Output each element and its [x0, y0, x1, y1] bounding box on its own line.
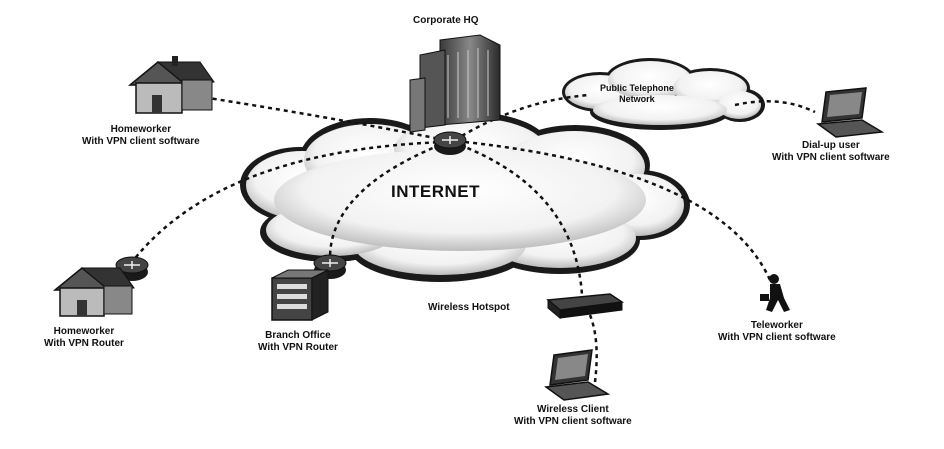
house-icon-top: [127, 56, 215, 114]
link-wireless-client: [588, 314, 598, 383]
homeworker-top-line2: With VPN client software: [82, 136, 200, 147]
pstn-line1: Public Telephone: [600, 83, 674, 93]
pstn-line2: Network: [619, 94, 655, 104]
wireless-client-line2: With VPN client software: [514, 416, 632, 427]
internet-cloud: [240, 112, 690, 282]
branch-office-building-icon: [271, 269, 329, 321]
dialup-line2: With VPN client software: [772, 152, 890, 163]
corporate-hq-label: Corporate HQ: [413, 15, 479, 26]
corporate-hq-building-icon: [409, 34, 501, 133]
homeworker-top-label: Homeworker With VPN client software: [82, 124, 200, 148]
teleworker-line1: Teleworker: [750, 320, 803, 331]
wireless-client-label: Wireless Client With VPN client software: [514, 404, 632, 428]
laptop-icon-dialup: [815, 87, 885, 138]
link-pstn: [454, 93, 591, 142]
homeworker-router-line2: With VPN Router: [44, 338, 124, 349]
homeworker-router-label: Homeworker With VPN Router: [44, 326, 124, 350]
teleworker-line2: With VPN client software: [718, 332, 836, 343]
laptop-icon-wireless: [544, 349, 611, 401]
link-homeworker-router: [131, 140, 446, 263]
dialup-line1: Dial-up user: [801, 140, 860, 151]
link-teleworker: [464, 140, 772, 281]
pstn-label: Public Telephone Network: [600, 83, 674, 105]
internet-label: INTERNET: [391, 182, 480, 201]
wireless-hotspot-icon: [546, 293, 625, 320]
house-icon-bottom: [52, 267, 135, 317]
dialup-label: Dial-up user With VPN client software: [772, 140, 890, 164]
teleworker-label: Teleworker With VPN client software: [718, 320, 836, 344]
branch-office-line1: Branch Office: [265, 330, 331, 341]
hq-router-icon: [433, 131, 467, 155]
link-dialup: [734, 100, 816, 114]
wireless-hotspot-label: Wireless Hotspot: [428, 302, 510, 313]
link-wireless-hotspot: [459, 143, 584, 296]
branch-office-line2: With VPN Router: [258, 342, 338, 353]
homeworker-router-line1: Homeworker: [53, 326, 115, 337]
link-branch-office: [328, 143, 441, 259]
pstn-cloud: [562, 58, 765, 130]
wireless-client-line1: Wireless Client: [537, 404, 609, 415]
branch-office-label: Branch Office With VPN Router: [258, 330, 338, 354]
teleworker-person-icon: [760, 274, 790, 312]
homeworker-top-line1: Homeworker: [110, 124, 172, 135]
